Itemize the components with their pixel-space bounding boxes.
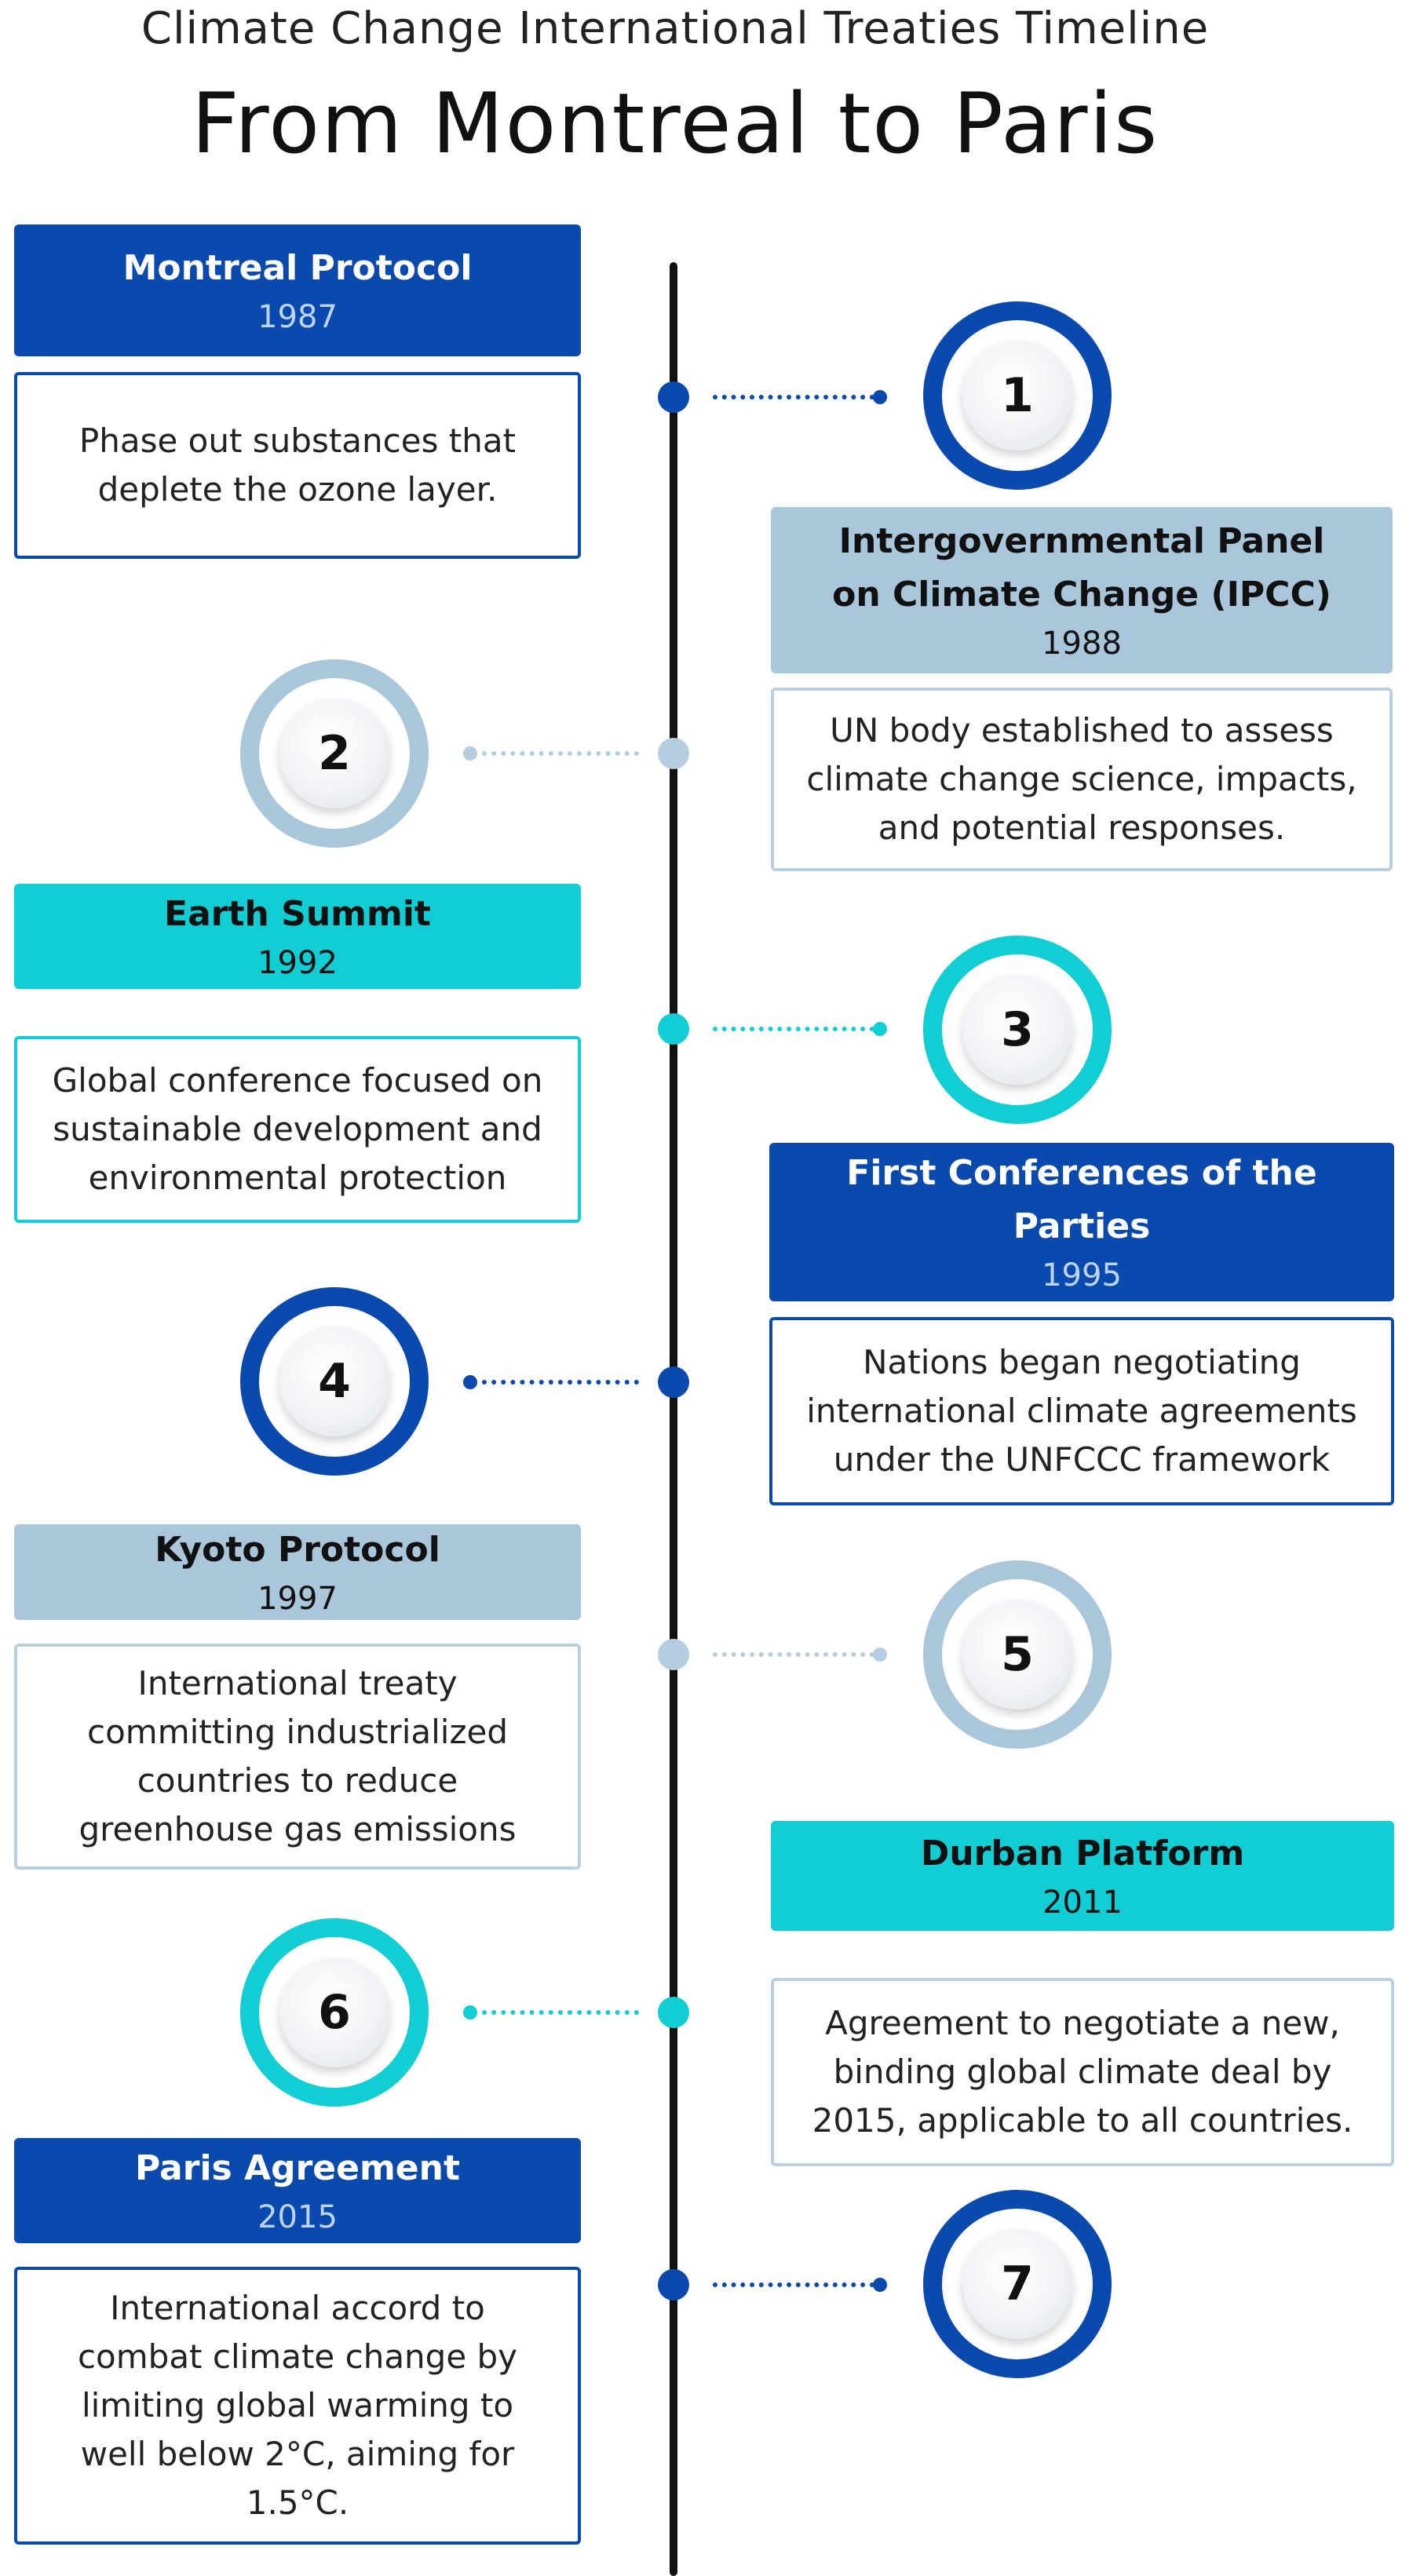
event-6-header: Durban Platform 2011 xyxy=(771,1821,1394,1931)
event-4-title-line: First Conferences of the xyxy=(846,1153,1317,1193)
event-4-node xyxy=(658,1366,689,1398)
event-3-description-line: sustainable development and xyxy=(53,1110,542,1148)
event-3-title: Earth Summit xyxy=(164,894,431,934)
event-6-number: 6 xyxy=(279,1958,389,2067)
event-6-title: Durban Platform xyxy=(920,1833,1245,1874)
event-5-description-line: committing industrialized xyxy=(87,1713,508,1751)
event-7-description-line: combat climate change by xyxy=(77,2337,518,2376)
event-5-number: 5 xyxy=(962,1600,1072,1709)
event-7-description-line: limiting global warming to xyxy=(81,2386,514,2425)
event-6-node xyxy=(658,1997,689,2028)
page-subtitle: Climate Change International Treaties Ti… xyxy=(141,3,1210,54)
event-5-year: 1997 xyxy=(257,1581,338,1617)
event-2-description-line: UN body established to assess xyxy=(830,711,1334,750)
event-4-description-line: Nations began negotiating xyxy=(863,1343,1301,1381)
event-3-description-line: environmental protection xyxy=(88,1158,507,1197)
page-title: From Montreal to Paris xyxy=(191,75,1159,172)
event-5-connector-dot xyxy=(873,1647,887,1662)
event-5-node xyxy=(658,1639,689,1670)
event-4-header: First Conferences of the Parties 1995 xyxy=(769,1143,1394,1301)
event-3-year: 1992 xyxy=(257,945,338,981)
event-2-description: UN body established to assess climate ch… xyxy=(771,688,1393,871)
event-6-description-line: 2015, applicable to all countries. xyxy=(812,2101,1353,2140)
event-3-number-badge: 3 xyxy=(923,936,1112,1124)
event-5-title: Kyoto Protocol xyxy=(155,1530,440,1570)
event-1-number: 1 xyxy=(962,341,1072,451)
event-1-description-line: deplete the ozone layer. xyxy=(97,470,498,509)
event-7-connector-dot xyxy=(873,2278,887,2292)
event-3-number: 3 xyxy=(962,975,1072,1085)
event-2-description-line: and potential responses. xyxy=(878,808,1286,847)
event-4-connector-dot xyxy=(463,1375,477,1389)
event-4-title-line: Parties xyxy=(1013,1206,1151,1246)
event-1-number-badge: 1 xyxy=(923,301,1112,490)
event-1-title: Montreal Protocol xyxy=(122,248,473,288)
event-3-description-line: Global conference focused on xyxy=(52,1061,543,1100)
event-1-description: Phase out substances that deplete the oz… xyxy=(14,372,581,559)
event-5-connector xyxy=(713,1652,874,1657)
event-6-description-line: binding global climate deal by xyxy=(833,2052,1332,2091)
event-6-connector xyxy=(482,2010,639,2015)
event-6-description: Agreement to negotiate a new, binding gl… xyxy=(771,1978,1394,2166)
event-2-node xyxy=(658,738,689,769)
event-2-year: 1988 xyxy=(1042,626,1122,662)
event-7-connector xyxy=(713,2282,874,2287)
event-7-header: Paris Agreement 2015 xyxy=(14,2138,581,2243)
event-5-number-badge: 5 xyxy=(923,1560,1112,1749)
event-6-year: 2011 xyxy=(1042,1885,1123,1921)
event-2-title-line: Intergovernmental Panel xyxy=(838,521,1325,561)
event-7-description-line: 1.5°C. xyxy=(246,2483,349,2522)
event-7-node xyxy=(658,2269,689,2301)
event-1-connector xyxy=(713,395,874,400)
event-1-header: Montreal Protocol 1987 xyxy=(14,224,581,356)
event-4-year: 1995 xyxy=(1042,1257,1122,1293)
event-5-header: Kyoto Protocol 1997 xyxy=(14,1524,581,1620)
event-7-number: 7 xyxy=(962,2229,1072,2339)
event-2-number-badge: 2 xyxy=(240,659,429,848)
event-4-number-badge: 4 xyxy=(240,1287,429,1476)
event-3-description: Global conference focused on sustainable… xyxy=(14,1036,581,1223)
event-4-description-line: international climate agreements xyxy=(806,1392,1357,1430)
event-1-node xyxy=(658,381,689,413)
event-1-description-line: Phase out substances that xyxy=(78,421,517,460)
event-4-connector xyxy=(482,1380,639,1385)
event-7-description: International accord to combat climate c… xyxy=(14,2267,581,2545)
event-6-number-badge: 6 xyxy=(240,1918,429,2107)
event-5-description-line: International treaty xyxy=(137,1664,458,1702)
event-1-year: 1987 xyxy=(257,299,338,335)
event-7-year: 2015 xyxy=(257,2199,338,2235)
event-3-connector-dot xyxy=(873,1022,887,1036)
event-2-number: 2 xyxy=(279,699,389,808)
event-3-connector xyxy=(713,1027,874,1031)
event-7-description-line: well below 2°C, aiming for xyxy=(80,2435,515,2473)
event-5-description: International treaty committing industri… xyxy=(14,1644,581,1870)
event-1-connector-dot xyxy=(873,390,887,404)
event-7-title: Paris Agreement xyxy=(134,2148,461,2188)
event-6-description-line: Agreement to negotiate a new, xyxy=(825,2004,1340,2042)
event-7-number-badge: 7 xyxy=(923,2190,1112,2378)
event-6-connector-dot xyxy=(463,2005,477,2020)
event-2-header: Intergovernmental Panel on Climate Chang… xyxy=(771,507,1393,673)
timeline-spine xyxy=(670,262,677,2576)
event-4-description: Nations began negotiating international … xyxy=(769,1317,1394,1505)
event-5-description-line: countries to reduce xyxy=(137,1761,458,1800)
event-3-header: Earth Summit 1992 xyxy=(14,884,581,989)
event-3-node xyxy=(658,1013,689,1045)
event-2-connector-dot xyxy=(463,746,477,761)
event-2-description-line: climate change science, impacts, xyxy=(806,760,1357,798)
event-2-connector xyxy=(482,751,639,756)
event-7-description-line: International accord to xyxy=(110,2289,485,2327)
event-5-description-line: greenhouse gas emissions xyxy=(78,1810,517,1848)
event-4-description-line: under the UNFCCC framework xyxy=(833,1440,1331,1479)
event-2-title-line: on Climate Change (IPCC) xyxy=(832,575,1331,615)
event-4-number: 4 xyxy=(279,1326,389,1436)
